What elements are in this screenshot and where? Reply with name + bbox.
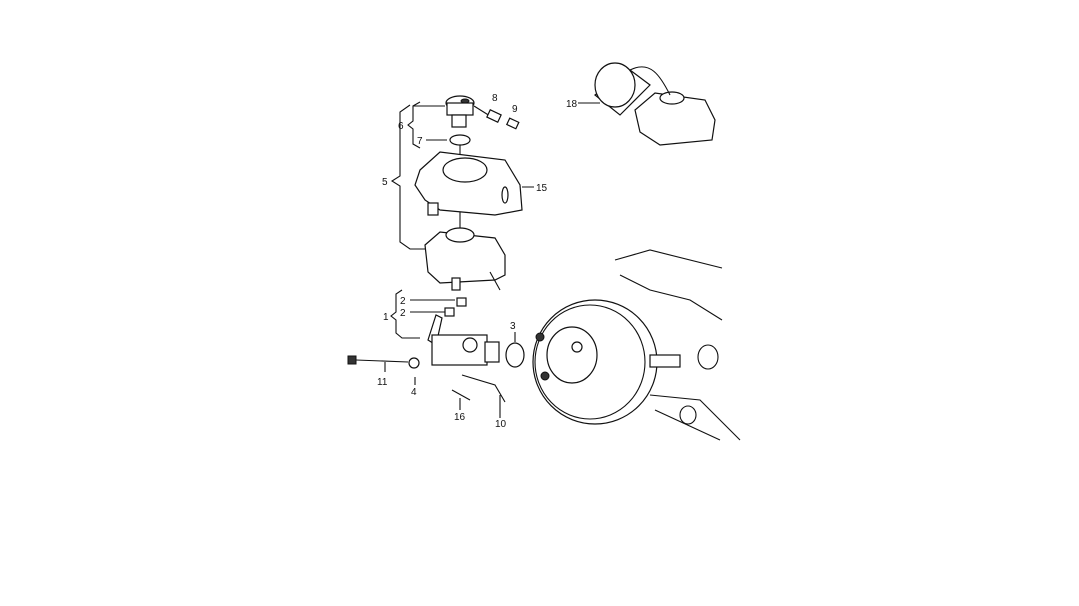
sensor-connector-8 (486, 109, 502, 123)
callout-7: 7 (417, 136, 423, 147)
callout-2b: 2 (400, 308, 406, 319)
bracket-5 (390, 104, 425, 250)
callout-1: 1 (383, 312, 389, 323)
brake-master-cylinder (427, 314, 500, 366)
callout-3: 3 (510, 321, 516, 332)
brake-fluid-reservoir (424, 227, 506, 291)
callout-15: 15 (536, 183, 548, 194)
callout-2a: 2 (400, 296, 406, 307)
nut-4 (408, 357, 420, 369)
callout-6: 6 (398, 121, 404, 132)
bracket-1 (390, 289, 420, 339)
callout-10: 10 (495, 419, 507, 430)
bolt-16 (451, 389, 471, 401)
grommet-2b (444, 307, 455, 317)
vehicle-body-panel (614, 249, 741, 441)
bolt-11 (347, 355, 409, 365)
connector-9 (505, 117, 520, 130)
leader-lines (384, 102, 600, 418)
brake-booster (532, 299, 681, 425)
callout-16: 16 (454, 412, 466, 423)
callout-5: 5 (382, 177, 388, 188)
seal-ring-7 (449, 134, 471, 146)
grommet-2a (456, 297, 467, 307)
hex-key-10 (461, 374, 506, 403)
callout-8: 8 (492, 93, 498, 104)
reservoir-cover (414, 151, 523, 216)
callout-18: 18 (566, 99, 578, 110)
reservoir-inset (594, 62, 716, 146)
callout-11: 11 (377, 377, 388, 388)
callout-9: 9 (512, 104, 518, 115)
callout-4: 4 (411, 387, 417, 398)
o-ring-3 (505, 342, 525, 368)
reservoir-cap (445, 95, 491, 128)
